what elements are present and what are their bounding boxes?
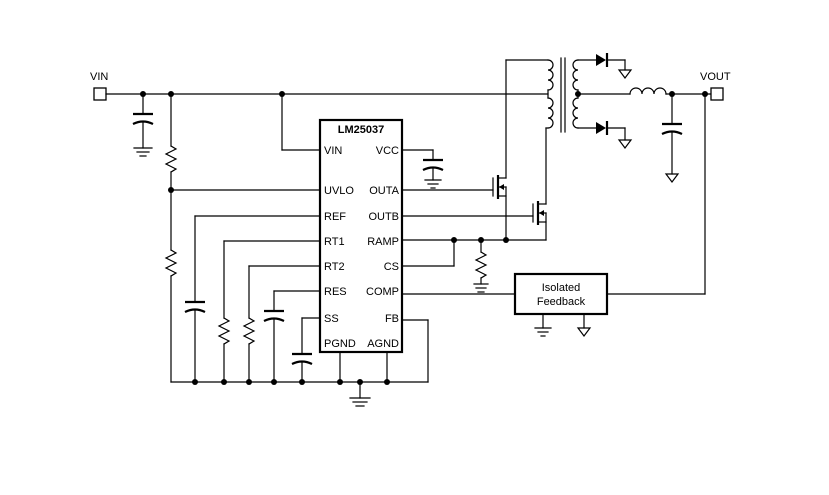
pin-comp-label: COMP [366, 286, 399, 298]
vout-label: VOUT [700, 71, 731, 83]
pin-agnd-label: AGND [367, 338, 399, 350]
pin-uvlo-label: UVLO [324, 185, 354, 197]
pin-vcc-label: VCC [376, 145, 399, 157]
pin-fb-label: FB [385, 313, 399, 325]
input-capacitor [132, 93, 154, 157]
pin-rt1-label: RT1 [324, 236, 345, 248]
feedback-label-line2: Feedback [537, 296, 586, 308]
pin-outb-label: OUTB [368, 211, 399, 223]
feedback-label-line1: Isolated [542, 282, 581, 294]
pin-cs-label: CS [384, 261, 399, 273]
pin-rt2-label: RT2 [324, 261, 345, 273]
pin-outa-label: OUTA [369, 185, 399, 197]
rt1-resistor [217, 240, 321, 383]
vcc-capacitor [401, 149, 444, 189]
ic-part-number: LM25037 [338, 124, 384, 136]
uvlo-divider [164, 93, 321, 383]
pin-ref-label: REF [324, 211, 346, 223]
diode-lower [596, 121, 633, 149]
mosfet-b [532, 127, 547, 241]
ss-capacitor [291, 317, 321, 383]
output-capacitor [661, 93, 683, 183]
isolated-feedback-block: Isolated Feedback [401, 272, 609, 337]
vout-terminal: VOUT [606, 71, 731, 295]
vin-pin-wire [281, 93, 321, 151]
ic-lm25037: LM25037 VIN UVLO REF RT1 RT2 RES SS VCC … [318, 118, 404, 354]
pin-vin-label: VIN [324, 145, 342, 157]
pin-ramp-label: RAMP [367, 236, 399, 248]
fb-wire [401, 319, 429, 383]
transformer-core [560, 57, 566, 133]
pin-res-label: RES [324, 286, 347, 298]
mosfet-a [492, 59, 507, 241]
ground-bus [170, 351, 429, 407]
vin-terminal: VIN [90, 71, 108, 101]
ref-capacitor [184, 215, 321, 383]
rt2-resistor [242, 265, 321, 383]
transformer-primary [505, 59, 554, 129]
junction-dots [140, 91, 708, 385]
vin-label: VIN [90, 71, 108, 83]
pin-pgnd-label: PGND [324, 338, 356, 350]
diode-upper [596, 53, 633, 79]
pin-ss-label: SS [324, 313, 339, 325]
res-capacitor [263, 290, 321, 383]
